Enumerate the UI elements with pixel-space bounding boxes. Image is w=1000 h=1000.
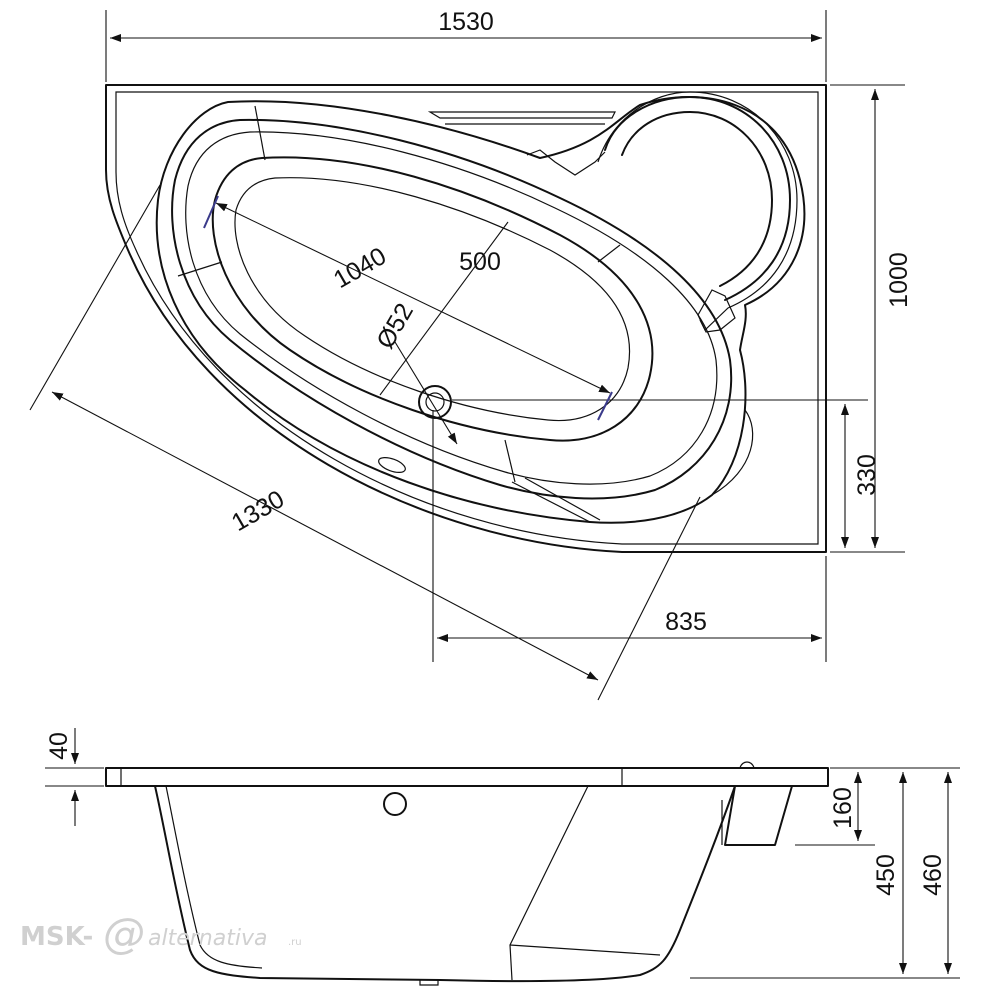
headrest-ring-inner: [621, 111, 773, 287]
side-view: [105, 761, 829, 986]
dim-drain-offset-y: 330: [452, 399, 881, 548]
basin-ledge: [171, 118, 733, 500]
top-view: [105, 84, 827, 553]
watermark-suffix: alternativa: [148, 926, 267, 951]
dim-label-1330: 1330: [227, 485, 289, 537]
dim-apron-height: 160: [795, 767, 960, 846]
dim-basin-width: 500: [379, 221, 509, 396]
dim-overall-width: 1000: [830, 84, 913, 553]
side-seat-block-2: [509, 944, 661, 956]
dim-label-1000: 1000: [885, 252, 913, 308]
tub-outer-outline: [105, 84, 827, 553]
basin-inner-outline: [211, 156, 654, 442]
dim-total-height: 460: [919, 772, 952, 974]
dim-label-330: 330: [853, 454, 881, 496]
dim-label-40: 40: [45, 732, 73, 760]
headrest-tab-bottom: [697, 289, 736, 333]
dim-tub-depth: 450: [690, 772, 960, 979]
watermark-prefix: MSK-: [20, 922, 93, 952]
dim-label-1040: 1040: [329, 242, 391, 294]
ledge-seam-4: [504, 439, 516, 483]
dim-label-835: 835: [665, 608, 707, 636]
ledge-seam-3: [597, 244, 621, 263]
dim-label-160: 160: [829, 787, 857, 829]
side-drain-foot: [419, 980, 439, 986]
watermark-at: @: [103, 909, 145, 958]
side-tub-inner-line: [165, 785, 263, 969]
side-apron: [724, 785, 793, 846]
dim-label-460: 460: [919, 854, 947, 896]
side-tub-body: [154, 785, 736, 983]
headrest-tray: [427, 111, 616, 119]
dim-overall-length: 1530: [105, 8, 827, 82]
headrest-tab-top: [526, 149, 606, 176]
dim-rim-thickness: 40: [45, 728, 104, 826]
ledge-seam-1: [254, 105, 266, 161]
basin-floor-outline: [234, 177, 631, 422]
watermark-domain: .ru: [288, 937, 302, 948]
dim-label-500: 500: [459, 248, 501, 276]
basin-ledge-inner: [185, 131, 718, 485]
dim-label-d52: Ø52: [371, 299, 419, 354]
apron-bulge: [711, 409, 754, 496]
seat-shelf-line: [511, 481, 591, 523]
side-rim-bump: [739, 761, 755, 769]
ledge-seam-2: [177, 261, 223, 277]
headrest-ring-outer: [604, 96, 791, 301]
basin-rim: [155, 96, 806, 524]
drain-outer-circle: [418, 385, 452, 419]
side-rim: [105, 767, 829, 787]
dim-label-1530: 1530: [438, 8, 494, 36]
dim-drain-diameter: Ø52: [371, 299, 458, 445]
headrest-ring-flange: [597, 91, 798, 331]
watermark: MSK- @ alternativa .ru: [20, 909, 302, 958]
dim-label-450: 450: [872, 854, 900, 896]
side-overflow-hole: [383, 792, 407, 816]
side-seat-block: [509, 785, 589, 981]
